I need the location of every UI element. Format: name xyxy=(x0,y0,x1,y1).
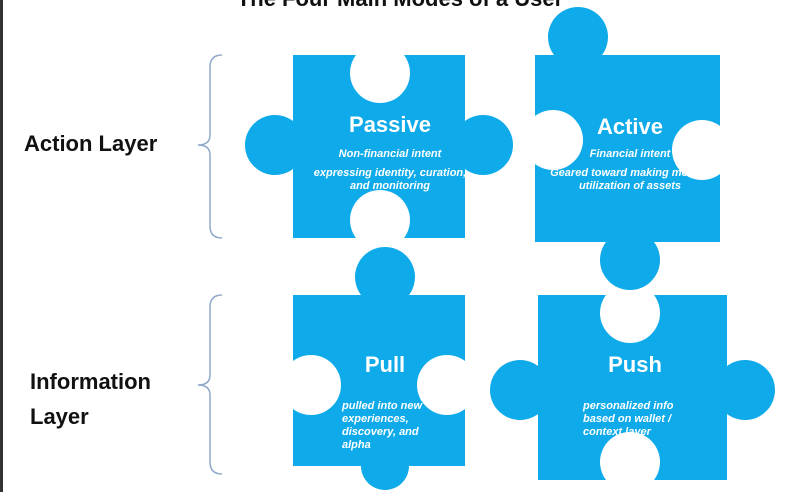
passive-text: Passive Non-financial intent expressing … xyxy=(300,112,480,193)
diagram-title: The Four Main Modes of a User xyxy=(0,0,800,12)
active-desc: Geared toward making money, utilization … xyxy=(550,167,710,192)
push-desc: personalized info based on wallet / cont… xyxy=(583,400,674,438)
passive-intent: Non-financial intent xyxy=(338,148,442,160)
passive-title: Passive xyxy=(349,112,431,137)
bracket-action xyxy=(197,54,223,239)
push-title: Push xyxy=(608,352,662,377)
information-layer-label: Information Layer xyxy=(30,369,151,429)
bracket-information xyxy=(197,294,223,475)
puzzle-piece-push xyxy=(490,295,775,480)
active-title: Active xyxy=(596,114,664,139)
pull-text: Pull pulled into new experiences, discov… xyxy=(300,352,470,452)
push-text: Push personalized info based on wallet /… xyxy=(545,352,725,439)
active-text: Active Financial intent Geared toward ma… xyxy=(540,114,720,193)
pull-title: Pull xyxy=(364,352,406,377)
window-edge xyxy=(0,0,3,492)
puzzle-piece-passive xyxy=(244,55,513,238)
pull-desc: pulled into new experiences, discovery, … xyxy=(342,400,423,451)
puzzle-piece-pull xyxy=(293,247,465,490)
passive-desc: expressing identity, curation, and monit… xyxy=(313,167,467,192)
active-intent: Financial intent xyxy=(589,148,671,160)
puzzle-piece-active xyxy=(535,7,720,291)
action-layer-label: Action Layer xyxy=(24,131,158,156)
